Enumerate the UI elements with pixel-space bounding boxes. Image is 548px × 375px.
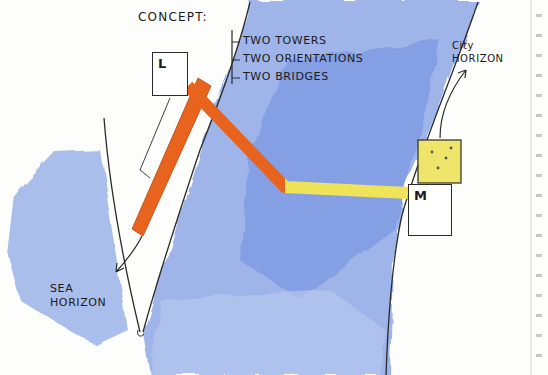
view-arrow <box>440 70 466 138</box>
view-arrow <box>116 236 142 272</box>
bridge-connector <box>188 86 408 193</box>
tower-outline <box>140 98 170 178</box>
shore-line <box>138 330 144 336</box>
page-edge <box>531 0 532 375</box>
water-wash-pale <box>150 290 385 375</box>
note-label: TWO ORIENTATIONS <box>243 52 363 66</box>
tower-dot <box>437 167 440 170</box>
tower-plan-box: L <box>152 52 188 96</box>
note-label: TWO BRIDGES <box>243 70 329 84</box>
yellow-tower <box>418 140 461 183</box>
tower-dot <box>445 157 448 160</box>
note-label: City HORIZON <box>452 40 510 65</box>
concept-title: CONCEPT: <box>138 10 208 24</box>
note-label: TWO TOWERS <box>243 34 327 48</box>
tower-dot <box>431 151 434 154</box>
note-label: SEA HORIZON <box>50 282 122 310</box>
binding-marks <box>536 14 542 357</box>
bracket <box>232 30 240 84</box>
tower-letter: L <box>158 56 166 71</box>
tower-dot <box>450 147 453 150</box>
water-wash <box>143 0 478 375</box>
tower-plan-box: M <box>408 184 452 236</box>
tower-letter: M <box>414 188 427 203</box>
